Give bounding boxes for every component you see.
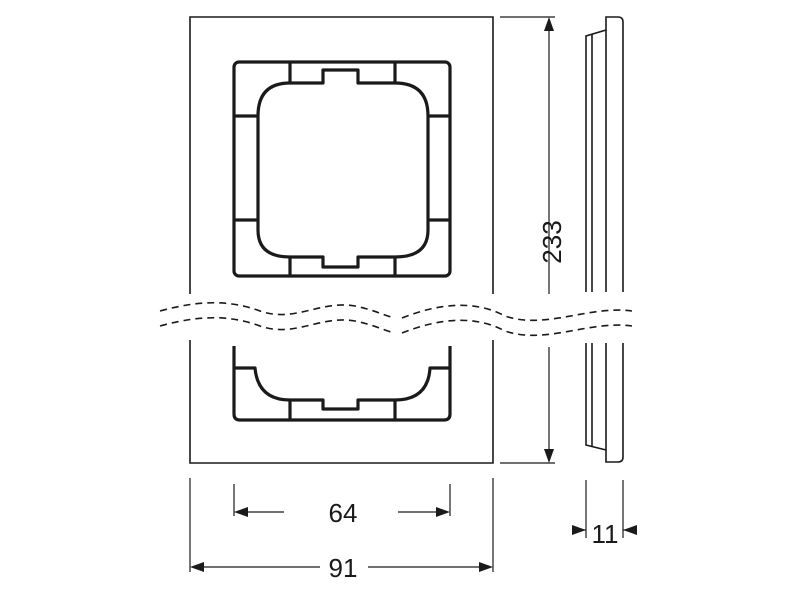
outer-frame-bottom	[189, 340, 494, 464]
side-profile-bottom	[585, 343, 624, 463]
side-view	[585, 16, 624, 463]
break-line-lower-right	[401, 319, 633, 337]
inner-opening-lower	[234, 366, 450, 411]
arrow-head	[544, 17, 554, 31]
arrow-head	[479, 562, 493, 572]
outer-width-label: 91	[329, 553, 358, 583]
arrow-head	[190, 562, 204, 572]
dimension-height: 233	[500, 16, 567, 464]
break-line-upper-right	[401, 304, 633, 322]
break-line-upper	[159, 302, 396, 319]
dimension-depth: 11	[572, 480, 637, 549]
inner-width-label: 64	[329, 498, 358, 528]
arrow-head	[623, 525, 637, 535]
depth-label: 11	[592, 519, 619, 549]
side-profile-top	[585, 16, 624, 292]
break-line-lower	[159, 317, 396, 334]
outer-frame-top	[189, 16, 494, 294]
arrow-head	[234, 507, 248, 517]
inner-frame-outline-lower	[232, 346, 452, 422]
arrow-head	[436, 507, 450, 517]
height-label: 233	[537, 220, 567, 263]
inner-frame-outline	[232, 60, 452, 278]
inner-opening	[256, 68, 430, 269]
dimension-outer-width: 91	[189, 478, 494, 583]
break-lines	[159, 302, 633, 337]
arrow-head	[572, 525, 586, 535]
arrow-head	[544, 449, 554, 463]
front-view	[189, 16, 494, 464]
inner-frame-upper	[232, 60, 452, 278]
inner-frame-lower	[232, 346, 452, 422]
dimension-inner-width: 64	[233, 484, 451, 528]
